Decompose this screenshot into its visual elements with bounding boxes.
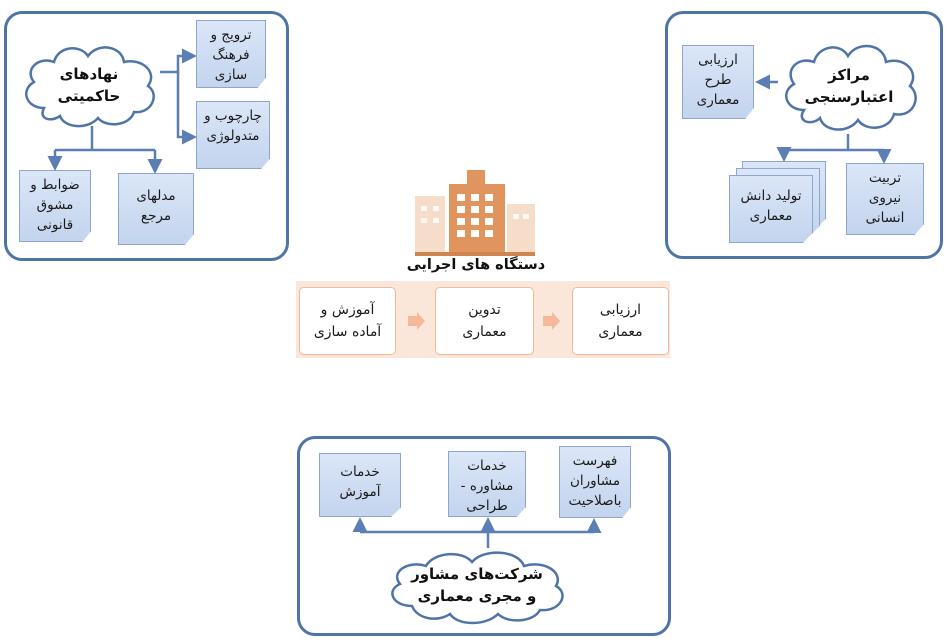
cloud-icon	[391, 551, 564, 625]
eval-doc-knowledge: تولید دانش معماری	[729, 175, 813, 243]
gov-doc-legal-incentives-label: ضوابط و مشوق قانونی	[30, 177, 80, 233]
gov-doc-framework: چارچوب و متدولوژی	[196, 101, 270, 169]
gov-doc-legal-incentives: ضوابط و مشوق قانونی	[19, 170, 91, 242]
executive-title: دستگاه های اجرایی	[406, 257, 546, 273]
gov-doc-promotion: ترویج و فرهنگ سازی	[196, 20, 266, 88]
evaluation-cloud: مراکز اعتبارسنجی	[774, 34, 924, 138]
gov-doc-framework-label: چارچوب و متدولوژی	[204, 108, 262, 144]
cons-doc-consultants-list-label: فهرست مشاوران باصلاحیت	[568, 453, 622, 509]
eval-doc-workforce: تربیت نیروی انسانی	[846, 163, 924, 235]
eval-doc-workforce-label: تربیت نیروی انسانی	[865, 170, 905, 226]
building-icon	[415, 170, 535, 256]
cloud-icon	[25, 46, 155, 128]
gov-doc-reference-models-label: مدلهای مرجع	[136, 188, 176, 224]
eval-doc-knowledge-label: تولید دانش معماری	[740, 188, 802, 224]
gov-doc-reference-models: مدلهای مرجع	[118, 173, 194, 245]
step-development: تدوین معماری	[435, 287, 534, 355]
governance-cloud: نهادهای حاکمیتی	[14, 36, 164, 134]
consultants-cloud-label: شرکت‌های مشاور و مجری معماری	[411, 565, 543, 605]
cons-doc-training: خدمات آموزش	[319, 453, 401, 517]
consultants-cloud: شرکت‌های مشاور و مجری معماری	[378, 544, 576, 626]
cons-doc-consulting-label: خدمات مشاوره - طراحی	[460, 458, 514, 514]
cons-doc-consulting: خدمات مشاوره - طراحی	[448, 451, 526, 517]
cons-doc-training-label: خدمات آموزش	[339, 464, 381, 500]
arrow-icon	[408, 312, 425, 330]
step-assessment: ارزیابی معماری	[572, 287, 669, 355]
eval-doc-design-assessment-label: ارزیابی طرح معماری	[696, 52, 740, 108]
evaluation-cloud-label: مراکز اعتبارسنجی	[804, 66, 894, 106]
cloud-icon	[785, 44, 917, 131]
governance-cloud-label: نهادهای حاکمیتی	[57, 65, 121, 105]
arrow-icon	[543, 312, 560, 330]
gov-doc-promotion-label: ترویج و فرهنگ سازی	[210, 27, 252, 83]
cons-doc-consultants-list: فهرست مشاوران باصلاحیت	[559, 446, 631, 518]
step-training: آموزش و آماده سازی	[299, 287, 396, 355]
eval-doc-design-assessment: ارزیابی طرح معماری	[682, 45, 754, 119]
